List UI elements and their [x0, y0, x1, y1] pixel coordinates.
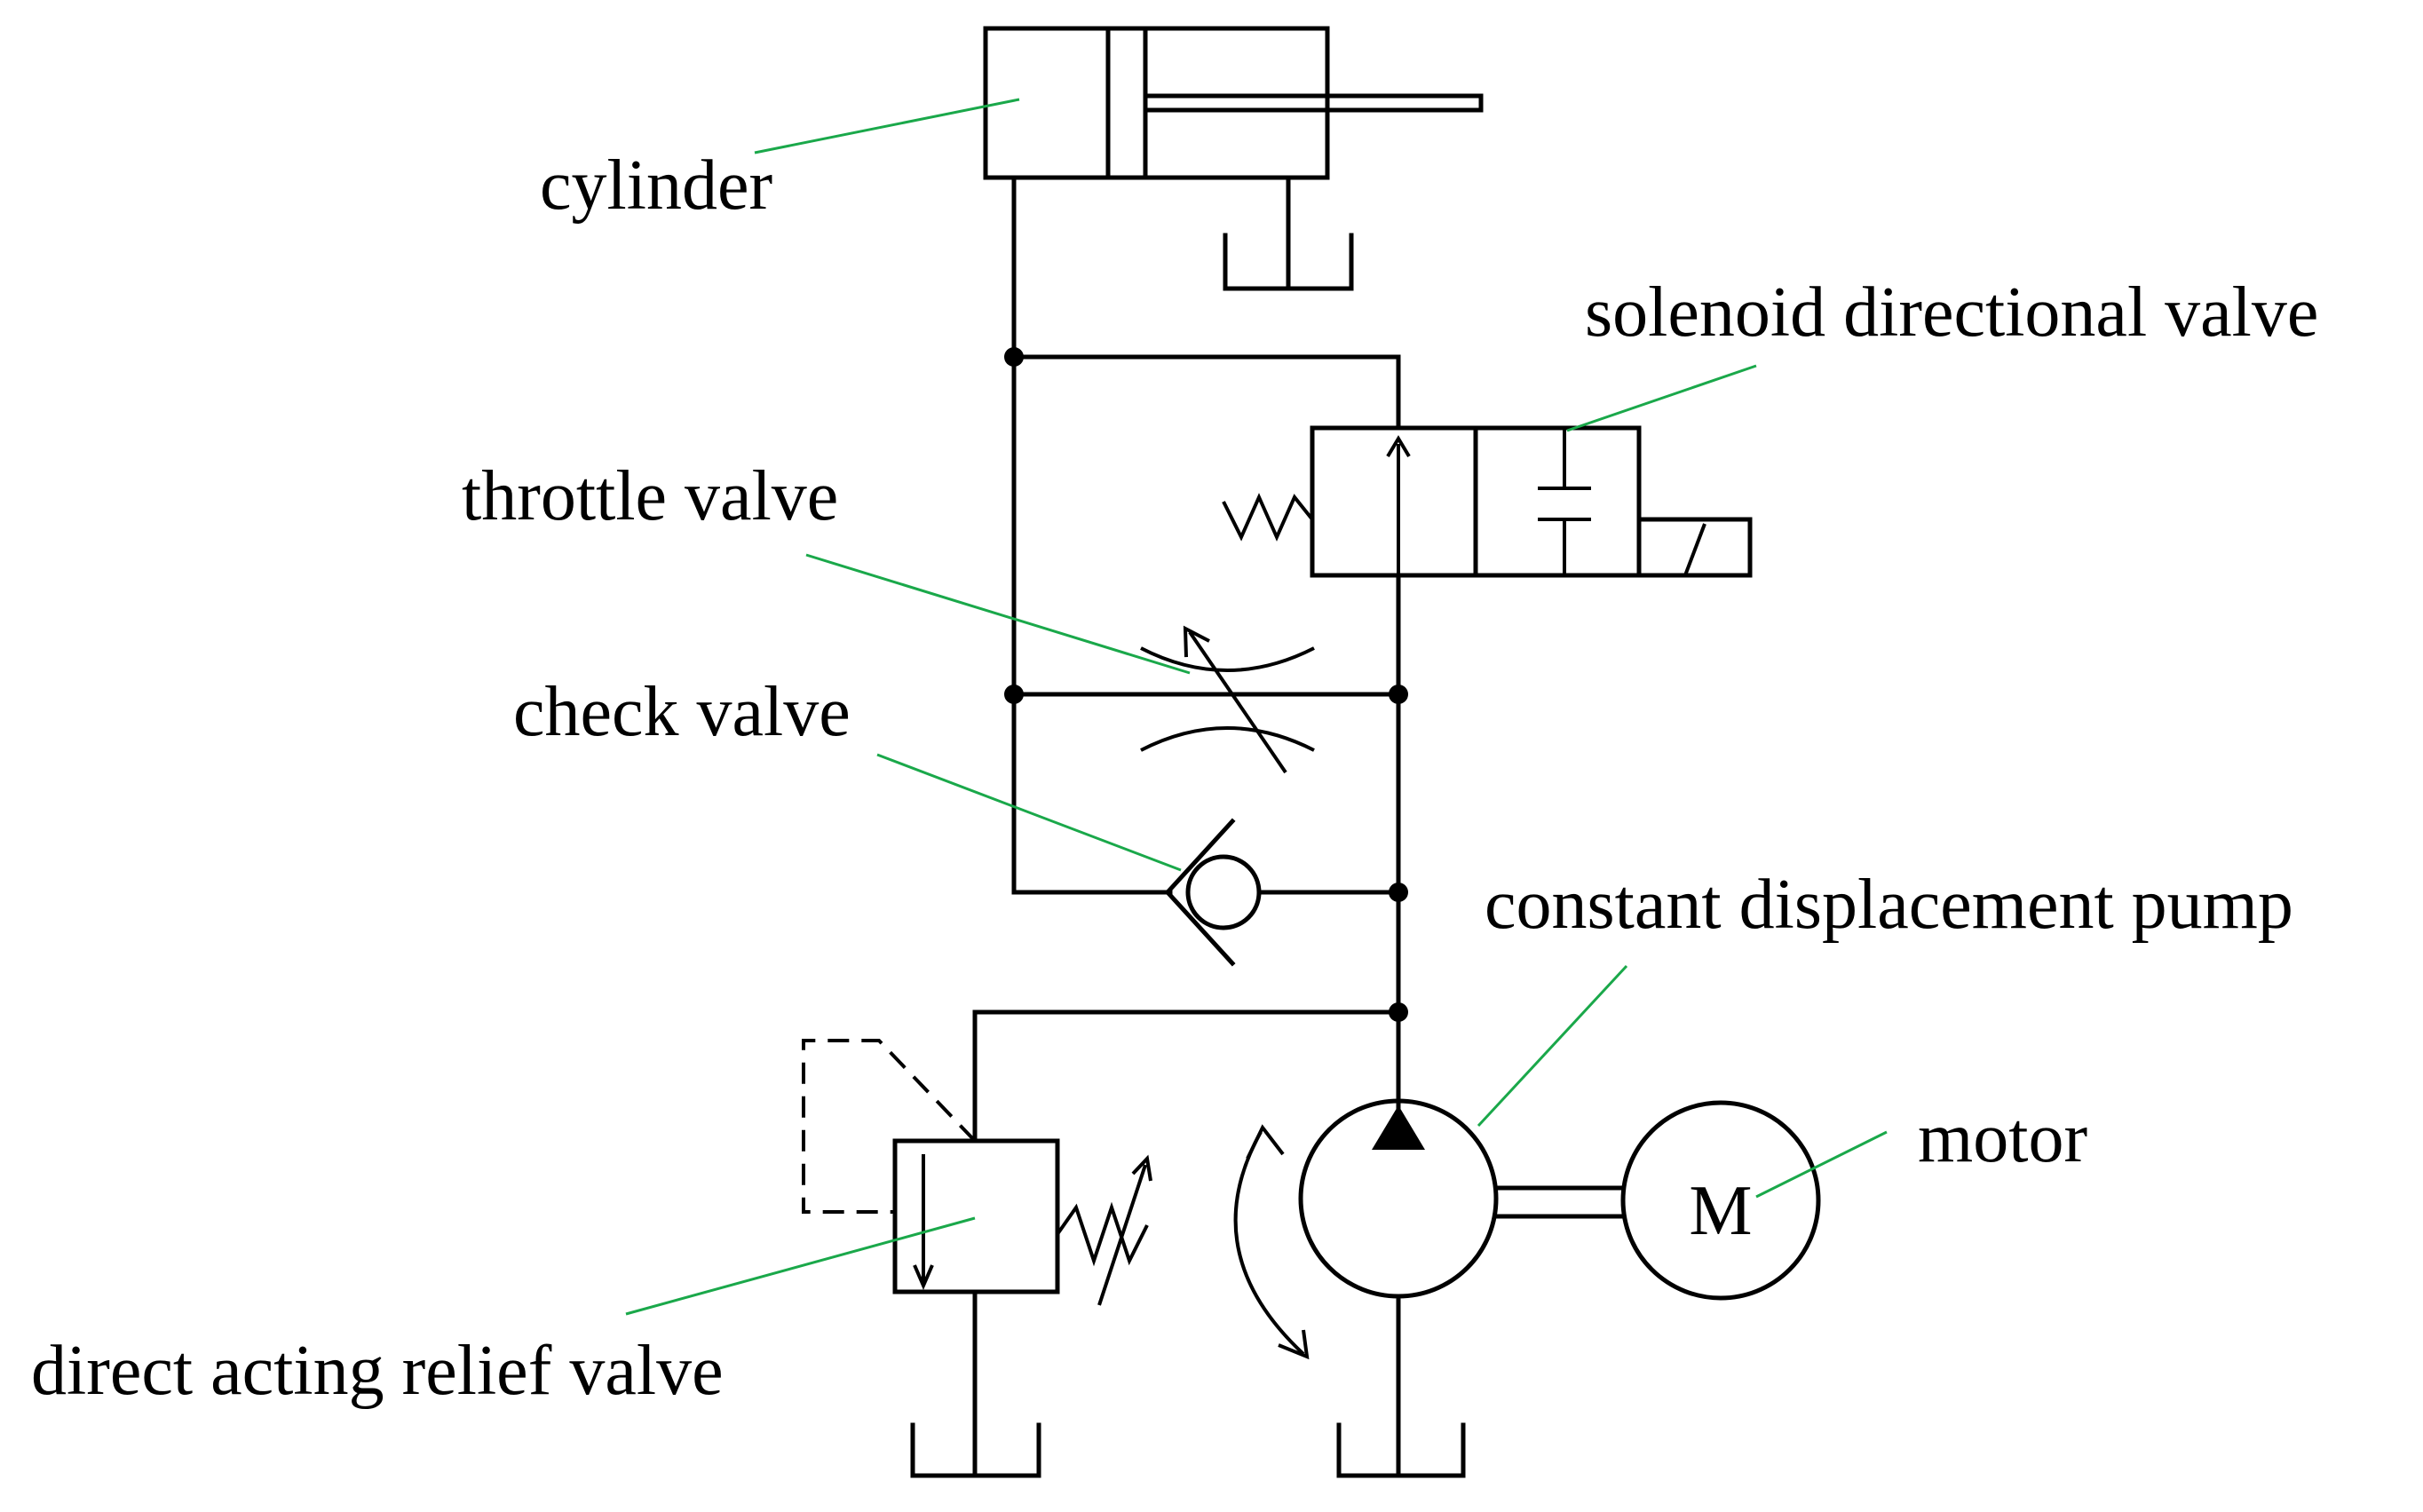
label-throttle-valve: throttle valve [462, 457, 838, 535]
tank-relief [910, 1422, 1041, 1478]
pump-motor-shaft [1493, 1185, 1626, 1219]
labels: cylinder solenoid directional valve thro… [31, 146, 2318, 1410]
label-check-valve: check valve [513, 673, 851, 751]
label-solenoid-directional-valve: solenoid directional valve [1585, 273, 2318, 352]
tank-cylinder [1223, 175, 1354, 291]
solenoid-directional-valve-symbol [1222, 425, 1753, 578]
check-valve-symbol [1164, 818, 1262, 967]
motor-m-glyph: M [1689, 1172, 1752, 1250]
leader-lines [625, 98, 1888, 1316]
hydraulic-lines [972, 175, 1401, 1478]
label-constant-displacement-pump: constant displacement pump [1485, 866, 2293, 944]
motor-symbol: M [1620, 1100, 1821, 1301]
relief-valve-symbol [802, 1039, 1152, 1306]
tank-pump [1336, 1422, 1466, 1478]
throttle-valve-symbol [1140, 625, 1315, 774]
cylinder-symbol [983, 26, 1484, 180]
label-cylinder: cylinder [540, 146, 772, 225]
label-direct-acting-relief-valve: direct acting relief valve [31, 1332, 724, 1410]
junction-dots [1004, 347, 1408, 1022]
label-motor: motor [1918, 1099, 2087, 1177]
pump-symbol [1233, 1098, 1499, 1360]
